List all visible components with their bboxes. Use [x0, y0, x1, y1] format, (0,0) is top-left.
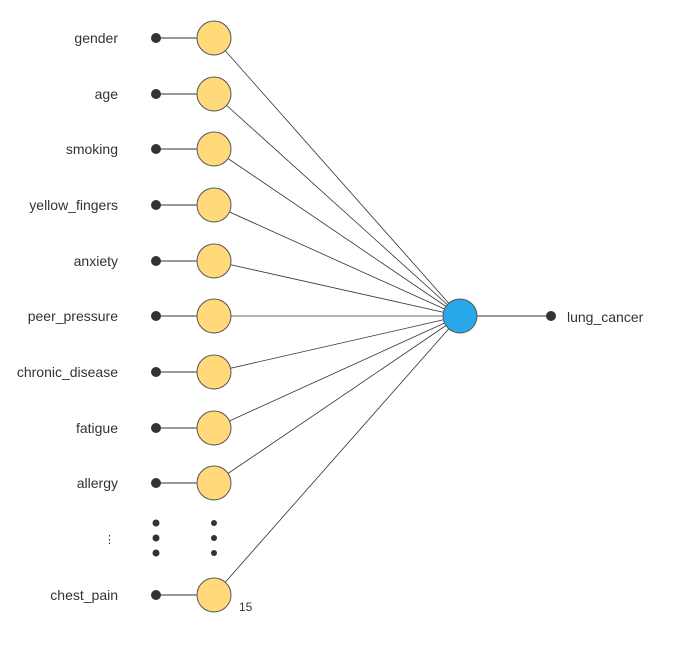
input-label-allergy: allergy	[77, 475, 118, 491]
edge-chest_pain-to-output	[213, 315, 461, 596]
edge-yellow_fingers-to-output	[213, 204, 461, 317]
input-node-anxiety	[196, 243, 232, 279]
output-layer: 15 lung_cancer	[239, 298, 644, 614]
output-terminal-dot	[546, 311, 556, 321]
input-terminal-dot-gender	[151, 33, 161, 43]
output-label: lung_cancer	[567, 309, 644, 325]
input-terminal-dot-allergy	[151, 478, 161, 488]
input-label-age: age	[95, 86, 119, 102]
input-terminal-dot-chronic_disease	[151, 367, 161, 377]
input-terminal-dot-anxiety	[151, 256, 161, 266]
input-label-yellow_fingers: yellow_fingers	[29, 197, 118, 213]
input-node-yellow_fingers	[196, 187, 232, 223]
ellipsis-dot-node-2	[211, 535, 217, 541]
input-node-chronic_disease	[196, 354, 232, 390]
edges-layer	[213, 37, 461, 596]
edge-chronic_disease-to-output	[213, 315, 461, 373]
input-node-allergy	[196, 465, 232, 501]
ellipsis-dot-node-3	[211, 550, 217, 556]
ellipsis-dot-terminal-2	[152, 534, 160, 542]
ellipsis-layer: ⋮	[104, 519, 217, 557]
edge-anxiety-to-output	[213, 260, 461, 317]
input-node-smoking	[196, 131, 232, 167]
input-label-anxiety: anxiety	[74, 253, 118, 269]
input-node-gender	[196, 20, 232, 56]
input-node-peer_pressure	[196, 298, 232, 334]
ellipsis-dot-node-1	[211, 520, 217, 526]
input-terminal-dot-fatigue	[151, 423, 161, 433]
input-node-age	[196, 76, 232, 112]
input-label-chronic_disease: chronic_disease	[17, 364, 118, 380]
input-node-fatigue	[196, 410, 232, 446]
input-terminal-dot-peer_pressure	[151, 311, 161, 321]
edge-smoking-to-output	[213, 148, 461, 317]
input-node-chest_pain	[196, 577, 232, 613]
edge-age-to-output	[213, 93, 461, 317]
ellipsis-dot-terminal-1	[152, 519, 160, 527]
input-label-fatigue: fatigue	[76, 420, 118, 436]
input-terminal-dot-yellow_fingers	[151, 200, 161, 210]
edge-allergy-to-output	[213, 315, 461, 484]
input-label-peer_pressure: peer_pressure	[28, 308, 118, 324]
ellipsis-label: ⋮	[104, 534, 115, 546]
input-label-gender: gender	[74, 30, 118, 46]
ellipsis-dot-terminal-3	[152, 549, 160, 557]
input-label-smoking: smoking	[66, 141, 118, 157]
edge-gender-to-output	[213, 37, 461, 317]
input-terminal-dot-age	[151, 89, 161, 99]
input-count-label: 15	[239, 600, 253, 614]
edge-fatigue-to-output	[213, 315, 461, 429]
input-terminal-dot-smoking	[151, 144, 161, 154]
output-node-lung_cancer	[442, 298, 478, 334]
input-label-chest_pain: chest_pain	[50, 587, 118, 603]
input-terminal-dot-chest_pain	[151, 590, 161, 600]
